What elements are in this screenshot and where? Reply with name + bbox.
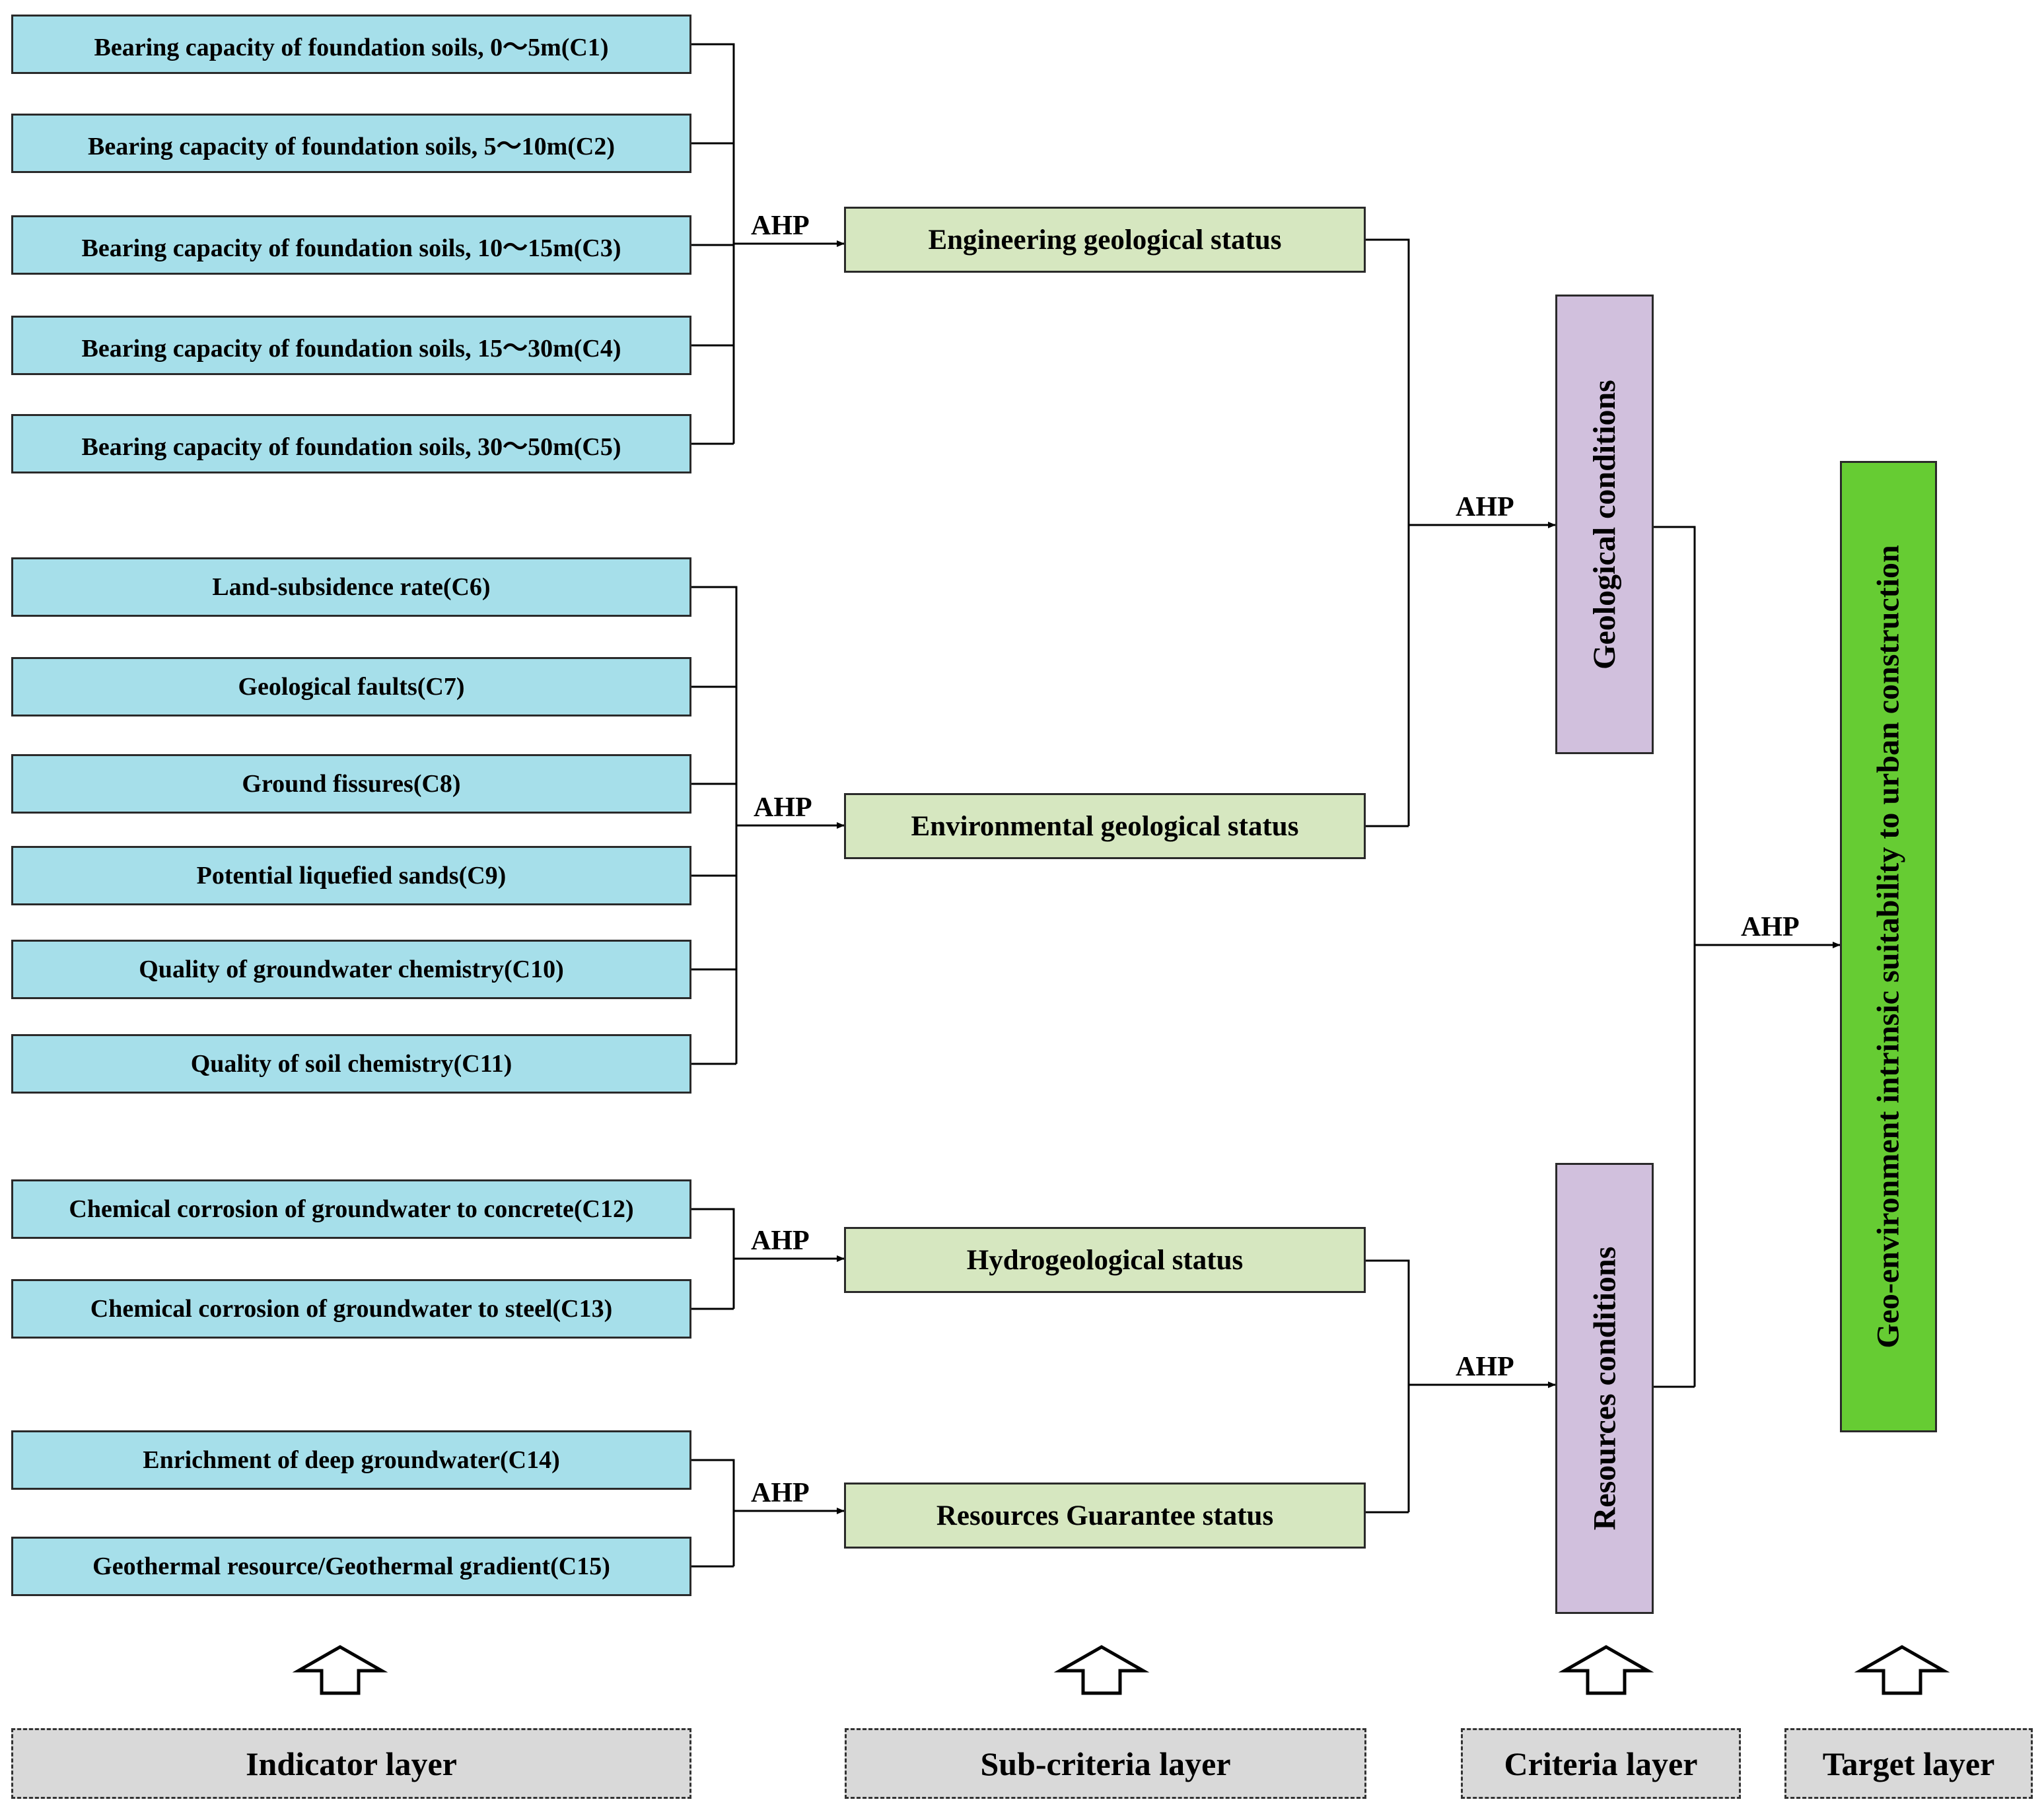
indicator-c2: Bearing capacity of foundation soils, 5～… (11, 114, 691, 173)
ahp-label-hydrogeological: AHP (751, 1226, 810, 1256)
sub-criteria-label: Environmental geological status (911, 810, 1299, 842)
bracket-to-geological (1366, 238, 1410, 827)
indicator-c6: Land-subsidence rate(C6) (11, 557, 691, 617)
indicator-c13: Chemical corrosion of groundwater to ste… (11, 1279, 691, 1339)
bracket-to-target (1654, 526, 1696, 1388)
indicator-label: Bearing capacity of foundation soils, 30… (81, 433, 621, 461)
target-box: Geo-environment intrinsic suitability to… (1840, 461, 1937, 1432)
up-arrow-indicator-icon (292, 1645, 388, 1695)
indicator-label: Chemical corrosion of groundwater to con… (69, 1195, 634, 1223)
indicator-c11: Quality of soil chemistry(C11) (11, 1034, 691, 1094)
indicator-c12: Chemical corrosion of groundwater to con… (11, 1179, 691, 1239)
ahp-label-environmental: AHP (754, 792, 812, 823)
bracket-c14-c15 (691, 1459, 735, 1568)
ahp-label-geological: AHP (1456, 492, 1514, 522)
ahp-label-resources-guarantee: AHP (751, 1478, 810, 1508)
indicator-c1: Bearing capacity of foundation soils, 0～… (11, 15, 691, 74)
indicator-c5: Bearing capacity of foundation soils, 30… (11, 414, 691, 473)
up-arrow-target-icon (1854, 1645, 1950, 1695)
layer-label: Target layer (1822, 1745, 1995, 1782)
ahp-label-engineering: AHP (751, 211, 810, 241)
sub-criteria-label: Resources Guarantee status (936, 1500, 1274, 1531)
layer-sub-criteria: Sub-criteria layer (845, 1728, 1366, 1799)
indicator-c8: Ground fissures(C8) (11, 754, 691, 814)
sub-criteria-environmental: Environmental geological status (844, 793, 1366, 859)
layer-label: Criteria layer (1504, 1745, 1698, 1782)
bracket-c12-c13 (691, 1208, 735, 1310)
indicator-label: Ground fissures(C8) (242, 770, 461, 798)
indicator-c7: Geological faults(C7) (11, 657, 691, 716)
bracket-c6-c11 (691, 586, 738, 1065)
indicator-label: Quality of soil chemistry(C11) (190, 1050, 512, 1078)
sub-criteria-engineering: Engineering geological status (844, 207, 1366, 273)
indicator-label: Bearing capacity of foundation soils, 0～… (94, 33, 609, 61)
sub-criteria-hydrogeological: Hydrogeological status (844, 1227, 1366, 1293)
layer-label: Sub-criteria layer (980, 1745, 1231, 1782)
indicator-c4: Bearing capacity of foundation soils, 15… (11, 316, 691, 375)
bracket-to-resources (1366, 1259, 1410, 1514)
criteria-label: Geological conditions (1587, 379, 1622, 670)
indicator-label: Chemical corrosion of groundwater to ste… (90, 1295, 613, 1323)
indicator-c9: Potential liquefied sands(C9) (11, 846, 691, 905)
indicator-c14: Enrichment of deep groundwater(C14) (11, 1430, 691, 1490)
indicator-label: Bearing capacity of foundation soils, 10… (81, 234, 621, 262)
target-label: Geo-environment intrinsic suitability to… (1871, 545, 1907, 1348)
ahp-label-resources: AHP (1456, 1352, 1514, 1382)
indicator-label: Land-subsidence rate(C6) (212, 573, 491, 601)
indicator-c10: Quality of groundwater chemistry(C10) (11, 940, 691, 999)
layer-criteria: Criteria layer (1461, 1728, 1741, 1799)
indicator-label: Bearing capacity of foundation soils, 15… (81, 334, 621, 363)
up-arrow-criteria-icon (1558, 1645, 1654, 1695)
indicator-label: Enrichment of deep groundwater(C14) (143, 1446, 560, 1474)
indicator-label: Quality of groundwater chemistry(C10) (139, 956, 564, 983)
indicator-label: Geological faults(C7) (238, 673, 465, 701)
indicator-c15: Geothermal resource/Geothermal gradient(… (11, 1537, 691, 1596)
sub-criteria-resources-guarantee: Resources Guarantee status (844, 1483, 1366, 1549)
criteria-resources: Resources conditions (1555, 1163, 1654, 1614)
ahp-label-target: AHP (1741, 912, 1800, 942)
criteria-label: Resources conditions (1587, 1246, 1623, 1531)
indicator-label: Bearing capacity of foundation soils, 5～… (87, 132, 615, 160)
layer-label: Indicator layer (246, 1745, 457, 1782)
indicator-label: Geothermal resource/Geothermal gradient(… (92, 1553, 610, 1580)
layer-indicator: Indicator layer (11, 1728, 691, 1799)
criteria-geological: Geological conditions (1555, 295, 1654, 754)
indicator-c3: Bearing capacity of foundation soils, 10… (11, 215, 691, 275)
bracket-c1-c5 (691, 43, 735, 445)
sub-criteria-label: Engineering geological status (928, 224, 1282, 256)
indicator-label: Potential liquefied sands(C9) (196, 862, 507, 890)
sub-criteria-label: Hydrogeological status (966, 1244, 1244, 1276)
up-arrow-sub-criteria-icon (1053, 1645, 1150, 1695)
layer-target: Target layer (1784, 1728, 2033, 1799)
